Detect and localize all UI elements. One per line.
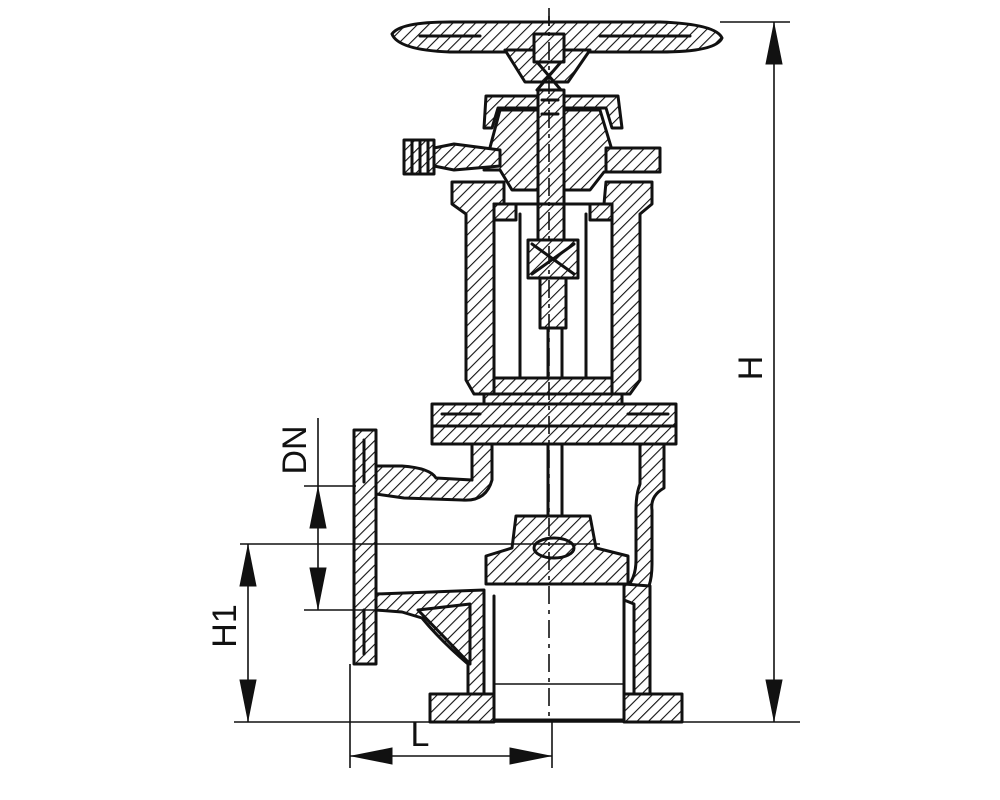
dim-h-arrow-top [765,23,783,65]
dimension-lines [234,8,800,768]
yoke-housing [430,180,678,446]
handwheel [390,16,724,92]
dim-h-arrow-bottom [765,679,783,721]
valve-body [352,428,684,724]
dim-l-arrow-left [351,747,393,765]
bonnet-top [482,94,662,192]
label-l: L [411,716,430,754]
dim-dn-arrow-top [309,487,327,529]
dim-dn-arrow-bottom [309,567,327,609]
label-h1: H1 [206,604,244,647]
dim-l-arrow-right [509,747,551,765]
dimension-labels: H H1 DN L [206,356,770,754]
stem [526,88,580,522]
label-dn: DN [276,425,314,474]
dim-h1-arrow-bottom [239,679,257,721]
label-h: H [732,356,770,381]
gland-handle [402,138,502,176]
dim-h1-arrow-top [239,545,257,587]
